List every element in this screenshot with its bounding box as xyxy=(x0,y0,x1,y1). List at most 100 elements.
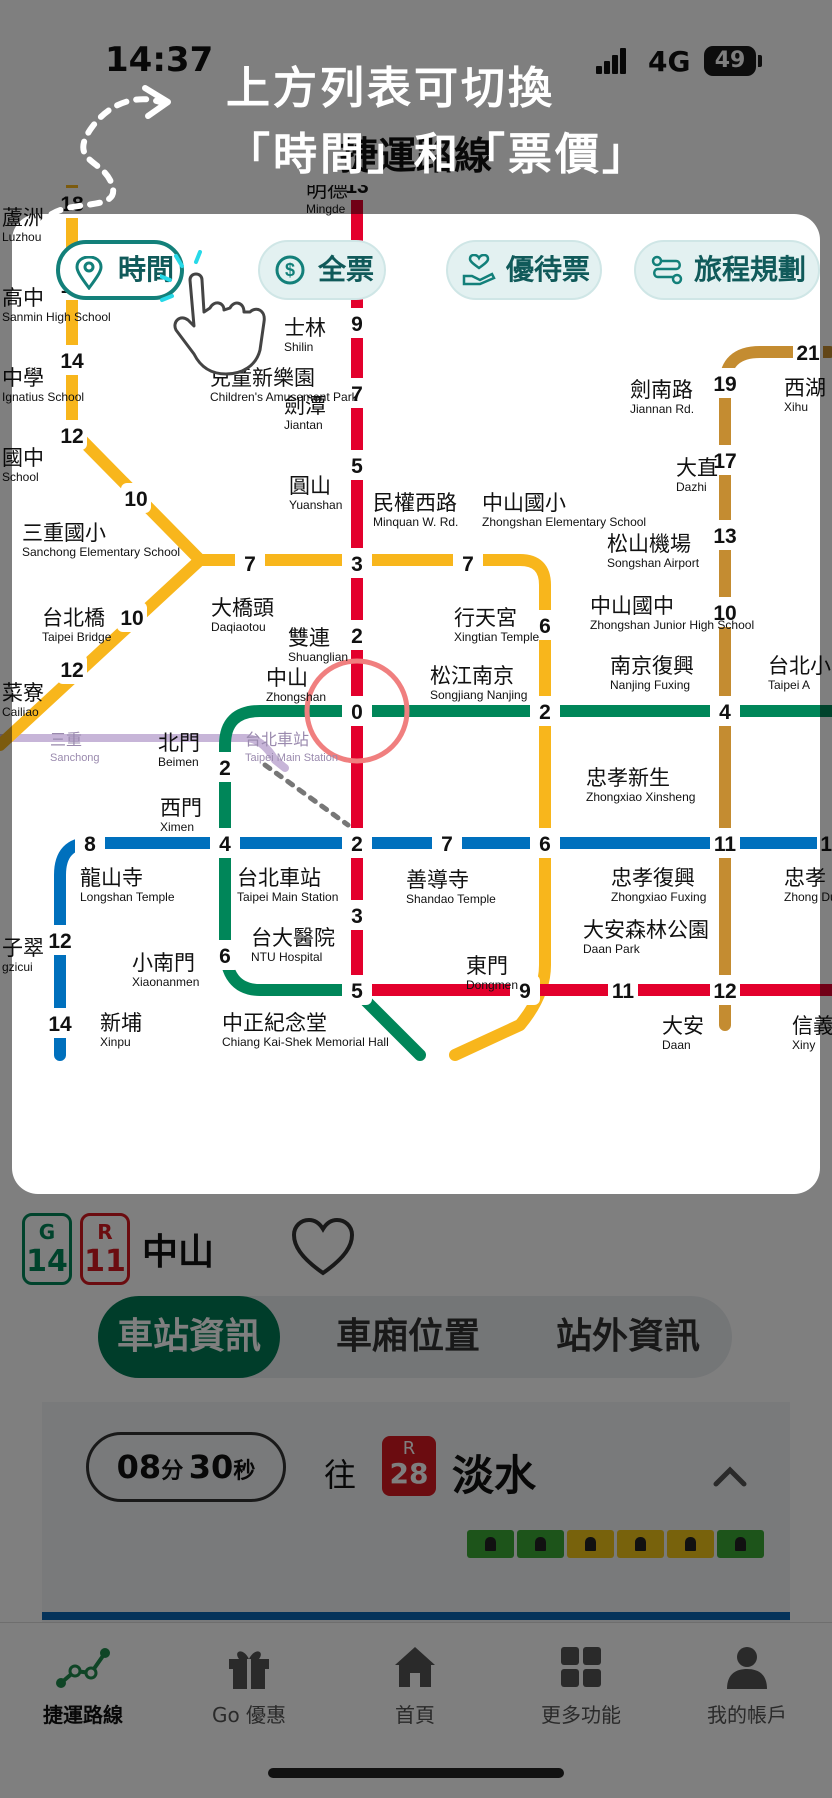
station-number-marker[interactable]: 13 xyxy=(710,520,740,550)
station-number-marker[interactable]: 3 xyxy=(342,900,372,930)
favorite-heart-icon[interactable] xyxy=(290,1217,356,1279)
station-number-marker[interactable]: 4 xyxy=(710,696,740,726)
station-number-marker[interactable]: 6 xyxy=(530,610,560,640)
station-number-marker[interactable]: 12 xyxy=(57,654,87,684)
station-number-marker[interactable]: 12 xyxy=(710,975,740,1005)
station-number-marker[interactable]: 10 xyxy=(121,483,151,513)
chevron-up-icon[interactable] xyxy=(712,1458,748,1494)
tab-metro-route[interactable]: 捷運路線 xyxy=(0,1643,166,1743)
station-number-marker[interactable]: 7 xyxy=(453,548,483,578)
station-number-marker[interactable]: 3 xyxy=(342,548,372,578)
station-number-marker[interactable]: 5 xyxy=(342,975,372,1005)
station-number-marker[interactable]: 12 xyxy=(57,420,87,450)
station-number-marker[interactable]: 9 xyxy=(510,975,540,1005)
station-number-marker[interactable]: 11 xyxy=(608,975,638,1005)
station-number-marker[interactable]: 14 xyxy=(57,345,87,375)
station-name-en: NTU Hospital xyxy=(251,950,322,964)
station-number-marker[interactable]: 2 xyxy=(530,696,560,726)
tab-outside-info[interactable]: 站外資訊 xyxy=(555,1316,700,1357)
tab-station-info[interactable]: 車站資訊 xyxy=(98,1296,280,1378)
tab-account[interactable]: 我的帳戶 xyxy=(664,1643,830,1743)
tab-more[interactable]: 更多功能 xyxy=(498,1643,664,1743)
station-number-marker[interactable]: 2 xyxy=(342,828,372,858)
station-number-marker[interactable]: 5 xyxy=(342,450,372,480)
station-number-marker[interactable]: 12 xyxy=(45,925,75,955)
station-number-marker[interactable]: 12 xyxy=(817,828,832,858)
station-number-marker[interactable]: 2 xyxy=(342,620,372,650)
station-number-marker[interactable]: 13 xyxy=(342,185,372,200)
chip-trip-planning[interactable]: 旅程規劃 xyxy=(634,240,820,300)
station-number-marker[interactable]: 7 xyxy=(342,378,372,408)
station-number-marker[interactable]: 8 xyxy=(75,828,105,858)
station-number-marker[interactable]: 10 xyxy=(117,602,147,632)
station-number-marker[interactable]: 7 xyxy=(235,548,265,578)
station-number-marker[interactable]: 14 xyxy=(45,1008,75,1038)
station-number-marker[interactable]: 11 xyxy=(710,828,740,858)
tab-home[interactable]: 首頁 xyxy=(332,1643,498,1743)
station-number-marker[interactable]: 19 xyxy=(710,368,740,398)
tab-car-position[interactable]: 車廂位置 xyxy=(335,1316,480,1357)
station-number-marker[interactable]: 6 xyxy=(210,940,240,970)
station-number-marker[interactable]: 6 xyxy=(530,828,560,858)
station-number-marker[interactable]: 2 xyxy=(210,752,240,782)
station-number-marker[interactable]: 21 xyxy=(793,337,823,367)
chip-concession[interactable]: 優待票 xyxy=(446,240,602,300)
chip-time[interactable]: 時間 xyxy=(56,240,184,300)
chip-full-fare[interactable]: $ 全票 xyxy=(258,240,386,300)
tab-go-offers[interactable]: Go 優惠 xyxy=(166,1643,332,1743)
metro-map[interactable]: 1318169147125103771921171310106212024284… xyxy=(0,185,832,1195)
station-number-marker[interactable]: 7 xyxy=(432,828,462,858)
station-number-marker[interactable]: 9 xyxy=(342,308,372,338)
metro-map-canvas[interactable]: 1318169147125103771921171310106212024284… xyxy=(0,185,832,1195)
station-number-marker[interactable]: 10 xyxy=(710,597,740,627)
station-number-marker[interactable]: 17 xyxy=(710,445,740,475)
station-number-marker[interactable]: 4 xyxy=(210,828,240,858)
station-number-marker[interactable]: 0 xyxy=(342,696,372,726)
